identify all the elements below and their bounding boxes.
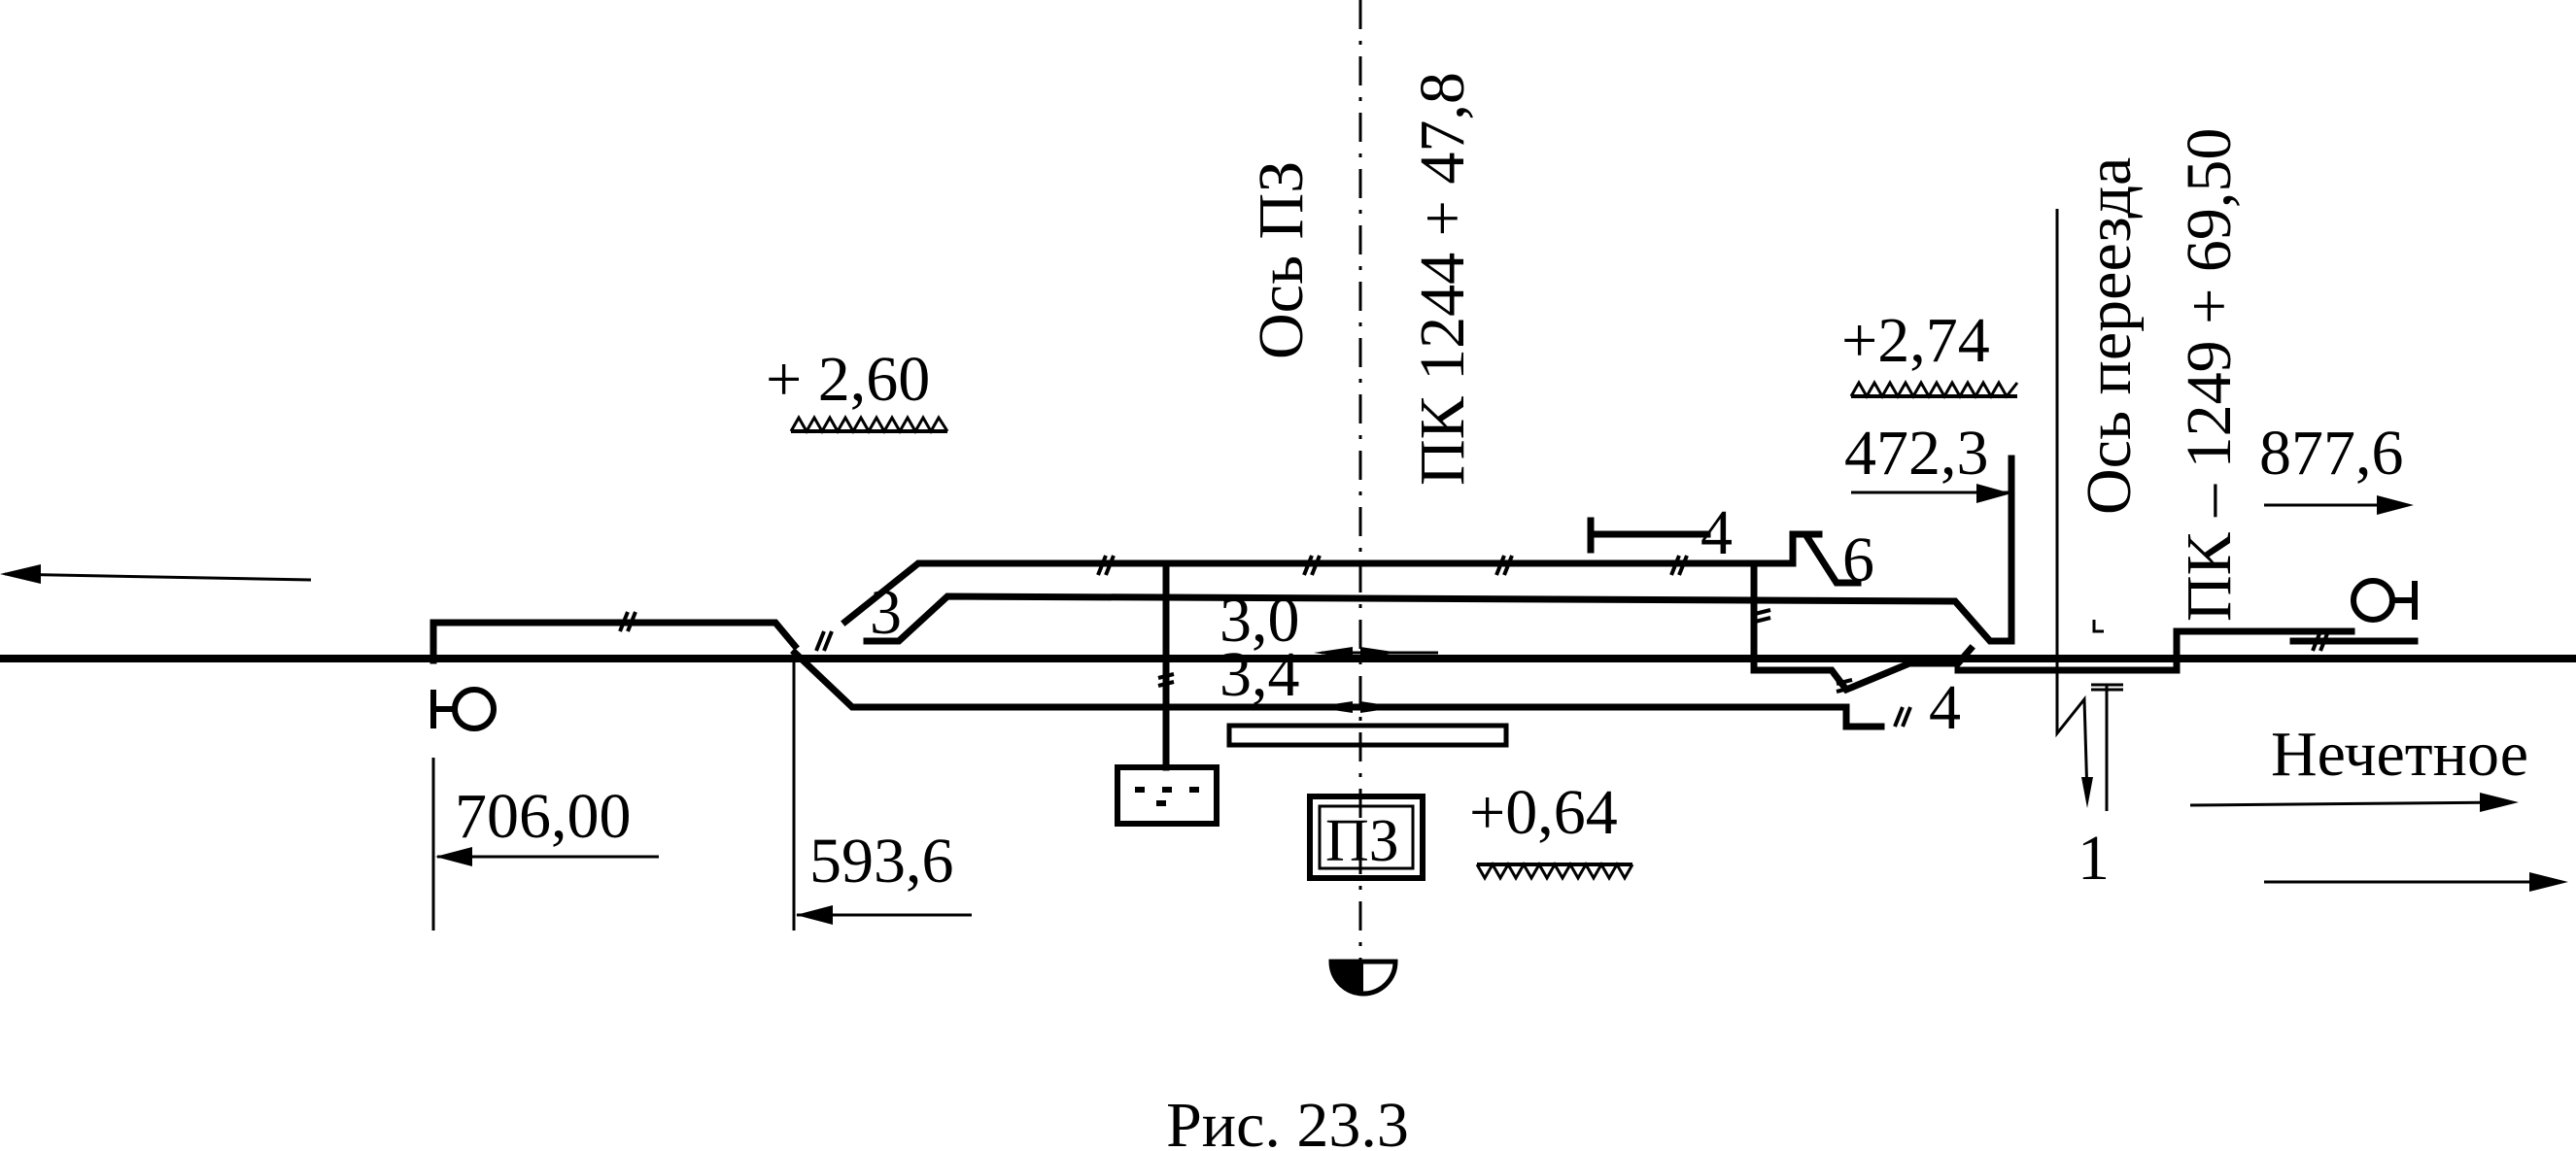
signal-left-icon [430,687,497,731]
odd-arrowhead-1 [2480,793,2519,812]
distance-877-dim [2264,495,2414,515]
elevation-platform: +0,64 [1469,777,1618,848]
track-number-6: 6 [1842,525,1874,595]
distance-706-dim [431,758,659,931]
track-number-4-top: 4 [1700,497,1733,568]
elevation-left: + 2,60 [766,344,930,415]
ground-hatch-left [789,414,949,435]
building-label: ПЗ [1325,808,1399,874]
level-crossing [2055,209,2123,811]
pz-building [1307,794,1425,881]
left-arrowhead [0,564,41,584]
track-number-4-bottom: 4 [1929,672,1961,743]
passenger-platform [1226,723,1509,748]
lamp-symbol [1328,959,1398,997]
dimension-upper: 3,0 [1219,585,1300,656]
left-direction-arrow [4,571,312,582]
distance-593: 593,6 [809,826,954,897]
pz-picket-label: ПК 1244 + 47,8 [1407,72,1478,486]
distance-472-dim [1851,484,2013,544]
pz-axis-label: Ось ПЗ [1246,161,1317,359]
dimension-lower: 3,4 [1219,639,1300,710]
rail-joints [618,555,2330,728]
distance-472: 472,3 [1844,418,1989,489]
right-exit-track [1954,627,2419,674]
elevation-right: +2,74 [1841,305,1990,376]
dimension-arrows [1314,647,1438,713]
distance-706: 706,00 [455,781,632,852]
crossing-picket-label: ПК – 1249 + 69,50 [2174,128,2245,622]
figure-caption: Рис. 23.3 [1166,1090,1409,1151]
distance-593-dim [792,659,972,931]
odd-direction-arrow-1 [2189,800,2508,807]
signal-cabinet [1115,764,1219,827]
signal-right-icon [2351,578,2418,623]
track-number-1: 1 [2078,823,2110,894]
ground-hatch-platform [1475,861,1634,882]
track-3-branch [863,455,2015,645]
track-number-3: 3 [870,577,902,648]
crossing-axis-label: Ось переезда [2074,157,2145,515]
track-lower [790,648,1885,730]
direction-label: Нечетное [2271,719,2528,790]
track-3-upper [841,530,1823,626]
ground-hatch-right [1849,379,2019,400]
distance-877: 877,6 [2259,418,2404,489]
left-dead-end-siding [429,619,800,664]
odd-arrowhead-2 [2529,872,2568,892]
